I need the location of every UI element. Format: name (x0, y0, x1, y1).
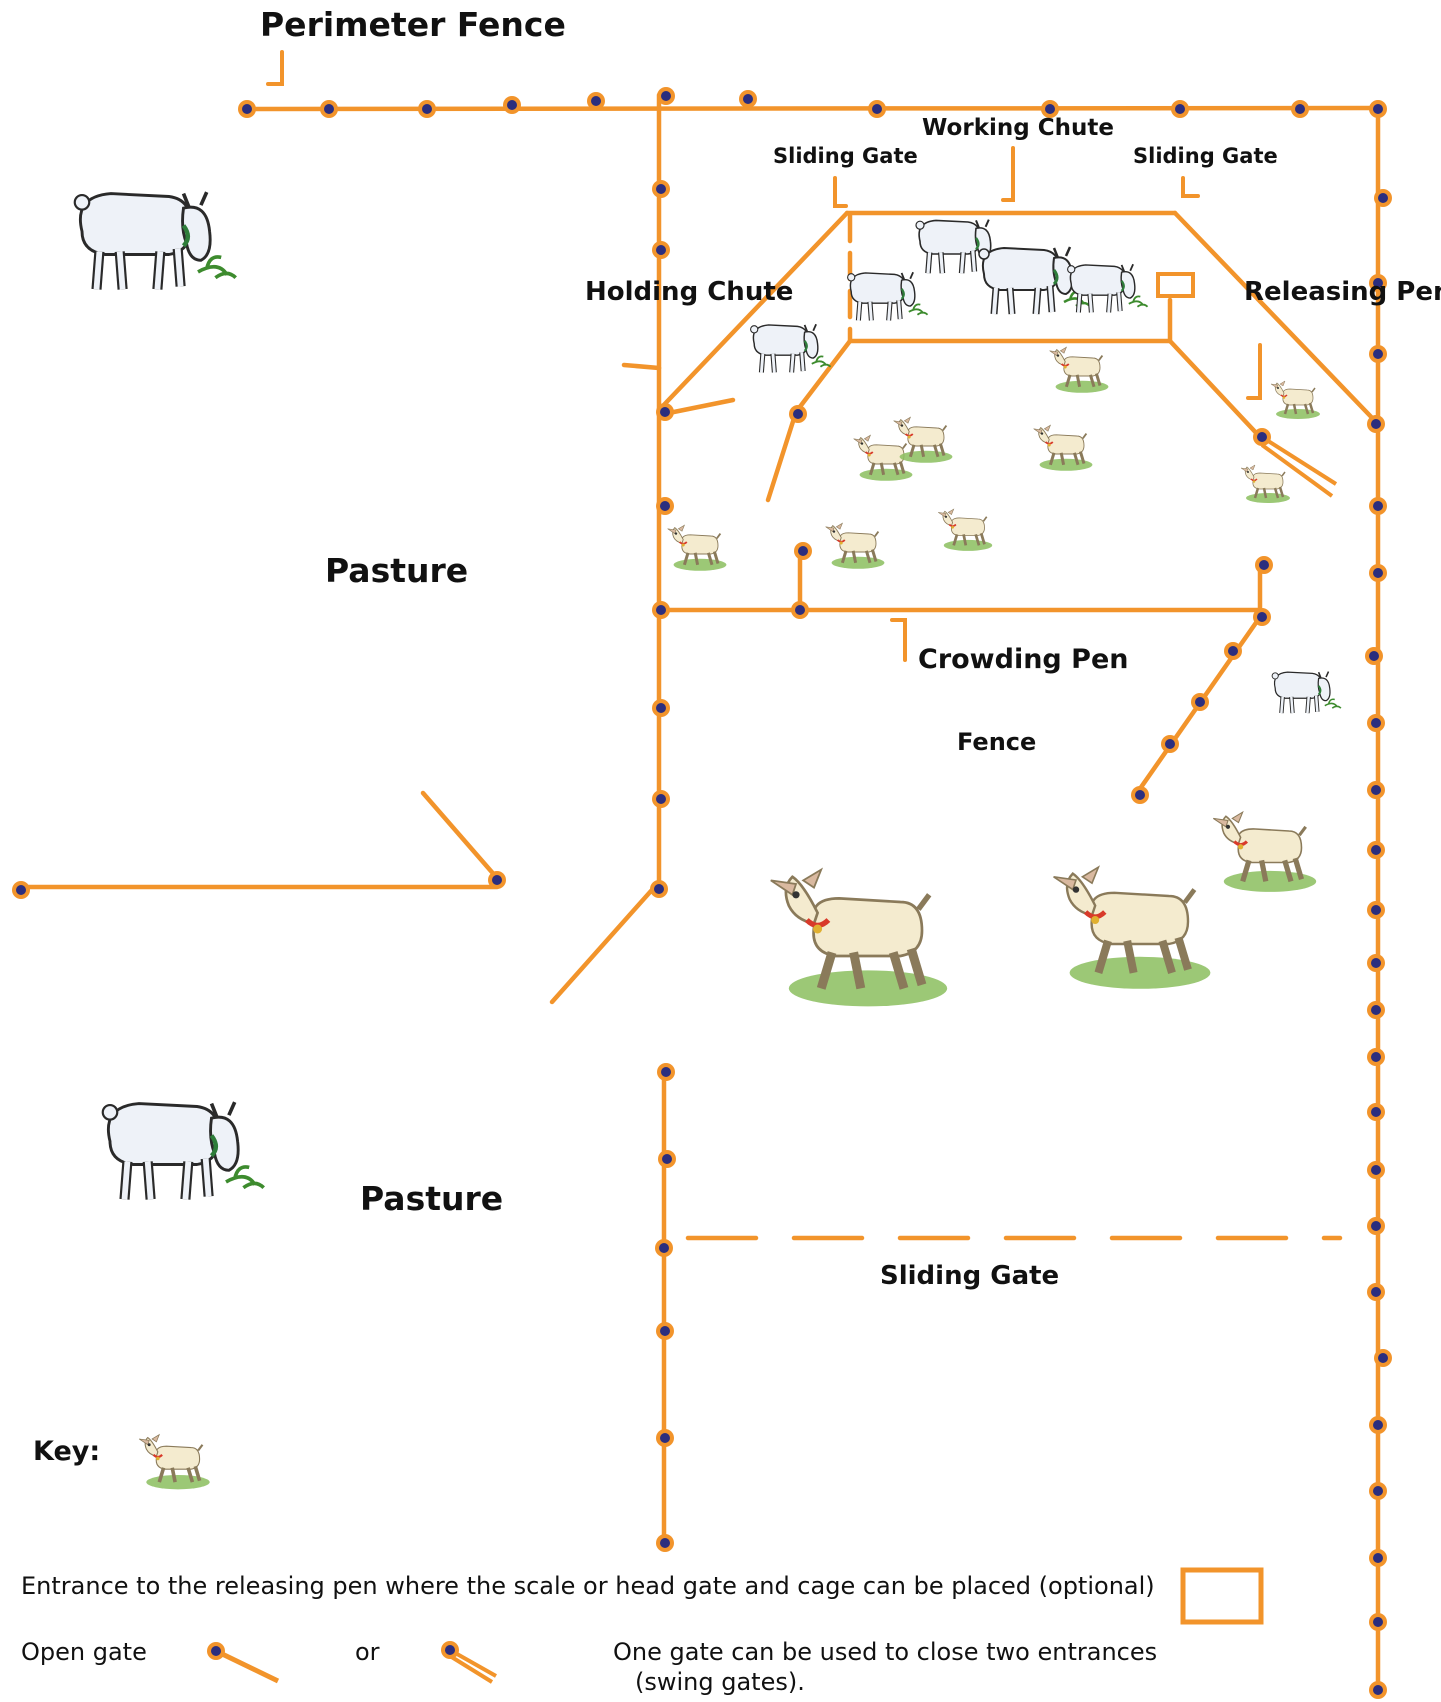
white-goat-icon (1272, 672, 1341, 714)
crowding-pen-label: Crowding Pen (918, 644, 1128, 675)
kid-goat-icon (771, 870, 947, 1007)
sliding-gate-left-label: Sliding Gate (773, 144, 918, 168)
kid-goat-icon (1054, 867, 1211, 989)
kid-goat-icon (1048, 345, 1110, 395)
white-goat-icon (75, 192, 236, 289)
open-gate-icon (207, 1642, 278, 1681)
fence-posts (12, 87, 1392, 1699)
kid-goat-icon (1239, 463, 1292, 505)
legend-key: Key: Entrance to the releasing pen where… (21, 1432, 1264, 1696)
perimeter-fence-label: Perimeter Fence (260, 5, 566, 44)
key-title: Key: (33, 1436, 100, 1467)
sliding-gate-right-label: Sliding Gate (1133, 144, 1278, 168)
kid-goat-icon (936, 507, 994, 553)
key-entrance-text: Entrance to the releasing pen where the … (21, 1572, 1155, 1600)
white-goat-icon (103, 1102, 264, 1199)
white-goat-icon (1068, 264, 1148, 312)
kid-goat-icon (1213, 812, 1316, 892)
kid-goat-icon (137, 1432, 212, 1492)
double-swing-gate (1260, 435, 1338, 498)
pasture-lower-label: Pasture (360, 1179, 503, 1218)
kid-goat-icon (1269, 379, 1322, 421)
scale-head-gate-box (1156, 272, 1195, 298)
diagram-labels: Perimeter Fence Working Chute Sliding Ga… (260, 5, 1441, 1291)
sliding-gate-bottom-label: Sliding Gate (880, 1261, 1059, 1291)
key-or-text: or (355, 1638, 380, 1666)
releasing-pen-bottom (1167, 338, 1263, 440)
kid-goat-icon (666, 523, 728, 573)
kid-goats (666, 345, 1322, 1007)
key-one-gate-line1: One gate can be used to close two entran… (613, 1638, 1157, 1666)
releasing-pen-label: Releasing Pen (1244, 277, 1441, 307)
kid-goat-icon (892, 415, 954, 465)
fence-lines (18, 92, 1381, 1693)
holding-chute-label: Holding Chute (585, 277, 793, 307)
white-goat-icon (751, 324, 831, 372)
fence-label: Fence (957, 728, 1036, 756)
kid-goat-icon (824, 521, 886, 571)
open-gate-pasture (420, 790, 500, 881)
chute-gate-stub (621, 362, 662, 371)
releasing-pen-top (1172, 210, 1381, 427)
key-one-gate-line2: (swing gates). (635, 1668, 805, 1696)
pasture-upper-label: Pasture (325, 551, 468, 590)
perimeter-fence-top (244, 105, 1381, 112)
pointer-arrows (266, 50, 1262, 662)
key-open-gate-text: Open gate (21, 1638, 147, 1666)
fence-to-pasture-diagonal (549, 879, 662, 1005)
holding-chute-outer (656, 210, 850, 413)
kid-goat-icon (1032, 423, 1094, 473)
white-goat-icon (848, 272, 928, 320)
chute-inner-diagonal (793, 338, 853, 415)
working-chute-label: Working Chute (922, 115, 1114, 141)
holding-chute-inner (765, 409, 799, 503)
key-entrance-box-icon (1180, 1567, 1264, 1625)
double-gate-icon (439, 1639, 498, 1684)
